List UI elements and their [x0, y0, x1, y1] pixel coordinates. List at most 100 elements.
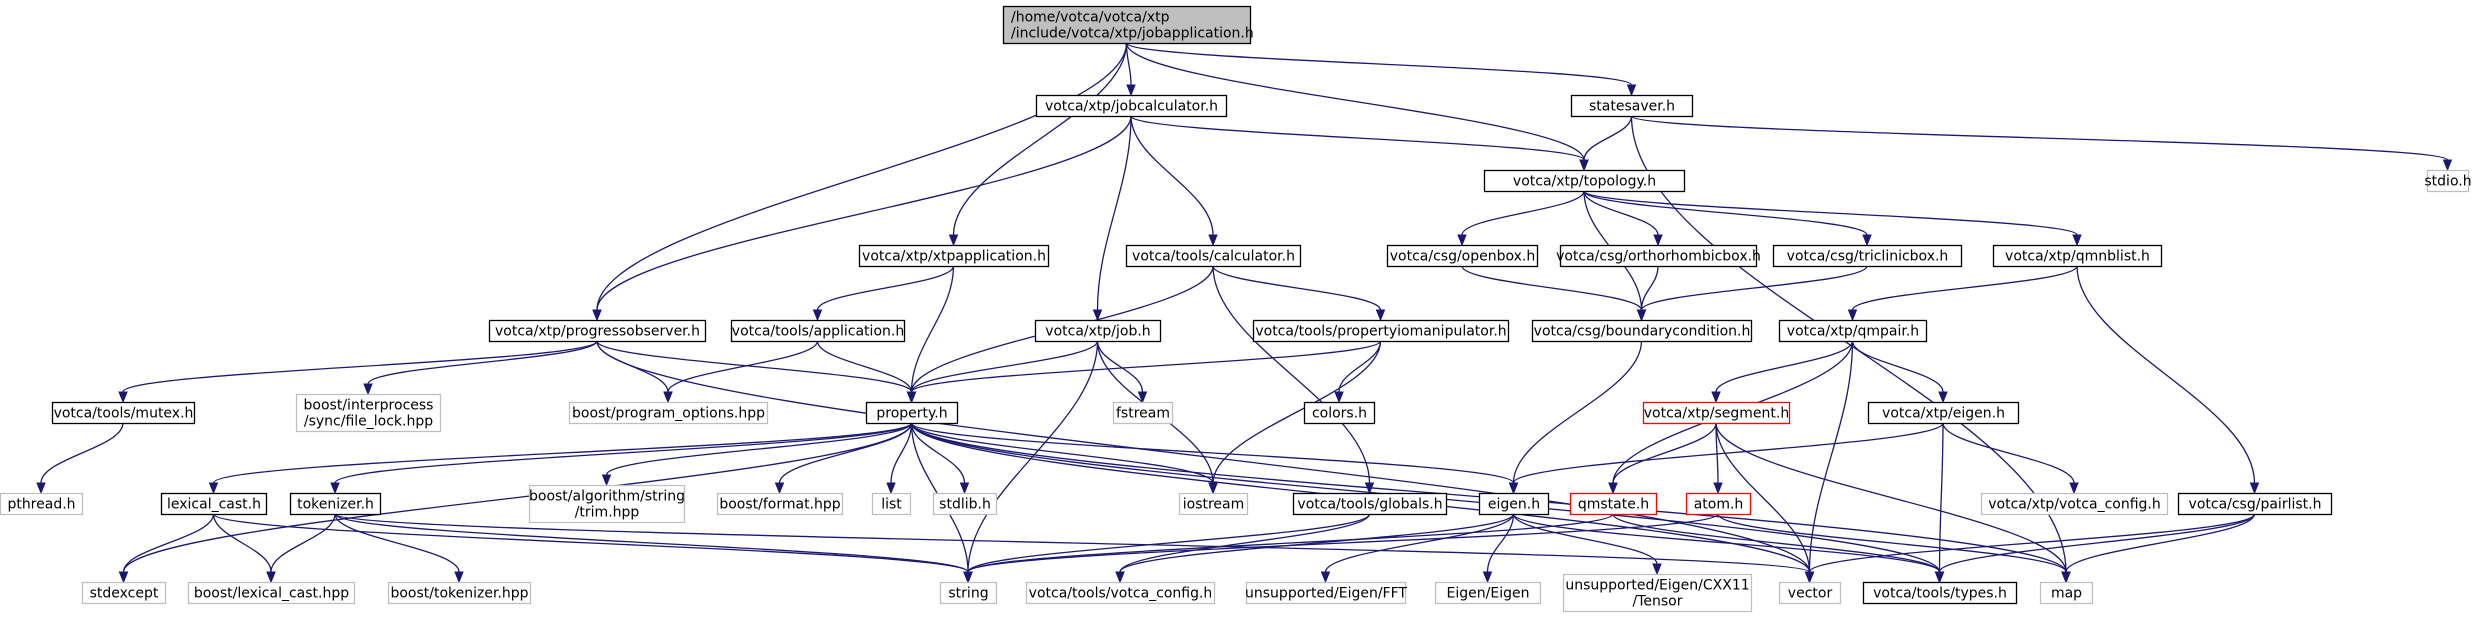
edge-line — [2076, 265, 2256, 484]
edge-eigen-to-tensor — [1512, 513, 1662, 576]
node-label: /trim.hpp — [575, 505, 640, 521]
arrowhead-icon — [1804, 571, 1815, 584]
edge-line — [1486, 513, 1515, 573]
edge-line — [334, 422, 913, 484]
node-label: colors.h — [1312, 406, 1367, 422]
node-box — [387, 581, 532, 605]
edge-pairlist-to-vector — [1804, 513, 2256, 584]
edge-line — [1512, 513, 1941, 573]
node-orthorhombicbox[interactable]: votca/csg/orthorhombicbox.h — [1556, 244, 1761, 268]
edge-line — [1808, 513, 2256, 573]
edge-line — [1851, 340, 1944, 393]
edge-property-to-trim — [601, 422, 913, 487]
node-boundarycondition[interactable]: votca/csg/boundarycondition.h — [1531, 319, 1753, 343]
arrowhead-icon — [1375, 309, 1386, 322]
edge-property-to-stdlib — [910, 422, 970, 495]
edge-line — [1715, 422, 2067, 573]
node-label: votca/tools/application.h — [732, 324, 904, 340]
node-votca_config_xtp: votca/xtp/votca_config.h — [1980, 492, 2169, 516]
node-stdio: stdio.h — [2424, 169, 2472, 193]
edge-atom-to-string — [963, 513, 1719, 584]
edge-line — [1583, 115, 1633, 161]
edge-propertyiomanipulator-to-colors — [1334, 340, 1382, 404]
node-atom[interactable]: atom.h — [1685, 492, 1752, 516]
node-map: map — [2039, 581, 2094, 605]
node-jobcalculator[interactable]: votca/xtp/jobcalculator.h — [1035, 94, 1228, 118]
node-box — [1531, 319, 1753, 343]
arrowhead-icon — [948, 234, 959, 247]
node-label: votca/xtp/xtpapplication.h — [862, 249, 1046, 265]
node-label: fstream — [1116, 406, 1170, 422]
node-box — [1778, 581, 1842, 605]
node-pairlist[interactable]: votca/csg/pairlist.h — [2177, 492, 2333, 516]
node-lexical_cast[interactable]: lexical_cast.h — [160, 492, 268, 516]
edge-line — [1583, 190, 1868, 236]
node-label: votca/xtp/job.h — [1045, 324, 1150, 340]
node-propertyiomanipulator[interactable]: votca/tools/propertyiomanipulator.h — [1252, 319, 1510, 343]
node-application[interactable]: votca/tools/application.h — [730, 319, 906, 343]
node-progressobserver[interactable]: votca/xtp/progressobserver.h — [488, 319, 707, 343]
node-types[interactable]: votca/tools/types.h — [1862, 581, 2018, 605]
edge-line — [1096, 340, 1144, 393]
node-box — [1642, 401, 1791, 425]
node-triclinicbox[interactable]: votca/csg/triclinicbox.h — [1772, 244, 1963, 268]
edge-line — [1212, 340, 1382, 484]
node-box — [1685, 492, 1752, 516]
node-trim: boost/algorithm/string/trim.hpp — [528, 484, 686, 524]
arrowhead-icon — [906, 391, 917, 404]
node-box — [1303, 401, 1376, 425]
node-box — [0, 492, 84, 516]
node-openbox[interactable]: votca/csg/openbox.h — [1386, 244, 1539, 268]
edge-line — [1212, 265, 1371, 484]
edge-application-to-program_options — [663, 340, 819, 404]
node-label: votca/tools/votca_config.h — [1029, 586, 1213, 602]
node-calculator[interactable]: votca/tools/calculator.h — [1125, 244, 1302, 268]
node-mutex[interactable]: votca/tools/mutex.h — [51, 401, 196, 425]
edge-tokenizer-to-vector — [334, 513, 1815, 584]
edge-line — [816, 340, 913, 393]
edge-eigen-to-votca_config_tools — [1115, 513, 1515, 584]
edge-root-to-xtpapplication — [948, 42, 1128, 247]
node-property[interactable]: property.h — [865, 401, 959, 425]
node-xtpapplication[interactable]: votca/xtp/xtpapplication.h — [858, 244, 1050, 268]
node-box — [865, 401, 959, 425]
node-job[interactable]: votca/xtp/job.h — [1034, 319, 1162, 343]
edge-progressobserver-to-program_options — [596, 340, 673, 404]
node-globals[interactable]: votca/tools/globals.h — [1292, 492, 1448, 516]
edge-line — [1938, 422, 1944, 573]
node-label: votca/tools/mutex.h — [54, 406, 194, 422]
node-qmpair[interactable]: votca/xtp/qmpair.h — [1778, 319, 1928, 343]
node-qmstate[interactable]: qmstate.h — [1569, 492, 1658, 516]
node-label: boost/lexical_cast.hpp — [194, 586, 349, 602]
node-root[interactable]: /home/votca/votca/xtp/include/votca/xtp/… — [1002, 5, 1254, 45]
node-qmnblist[interactable]: votca/xtp/qmnblist.h — [1992, 244, 2163, 268]
node-eigen[interactable]: eigen.h — [1478, 492, 1550, 516]
edge-line — [1640, 265, 1659, 311]
arrowhead-icon — [1208, 234, 1218, 247]
node-label: unsupported/Eigen/FFT — [1245, 586, 1407, 602]
arrowhead-icon — [1482, 571, 1493, 584]
edge-line — [1125, 42, 1585, 161]
node-box — [187, 581, 356, 605]
node-xtp_eigen[interactable]: votca/xtp/eigen.h — [1867, 401, 2020, 425]
arrowhead-icon — [2061, 571, 2071, 584]
edge-line — [1324, 513, 1515, 573]
edge-statesaver-to-topology — [1579, 115, 1633, 172]
node-box — [1178, 492, 1249, 516]
node-colors[interactable]: colors.h — [1303, 401, 1376, 425]
edge-line — [910, 340, 1099, 393]
edge-line — [212, 513, 969, 573]
edge-line — [2065, 513, 2256, 573]
node-program_options: boost/program_options.hpp — [568, 401, 769, 425]
node-topology[interactable]: votca/xtp/topology.h — [1483, 169, 1686, 193]
node-statesaver[interactable]: statesaver.h — [1570, 94, 1694, 118]
node-segment[interactable]: votca/xtp/segment.h — [1642, 401, 1791, 425]
arrowhead-icon — [1608, 482, 1618, 495]
arrowhead-icon — [1579, 159, 1589, 172]
edge-qmpair-to-segment — [1711, 340, 1854, 404]
node-label: votca/xtp/votca_config.h — [1988, 497, 2161, 513]
edge-line — [122, 422, 913, 573]
edge-jobcalculator-to-progressobserver — [592, 115, 1132, 322]
edge-root-to-statesaver — [1125, 42, 1637, 97]
node-tokenizer[interactable]: tokenizer.h — [289, 492, 382, 516]
